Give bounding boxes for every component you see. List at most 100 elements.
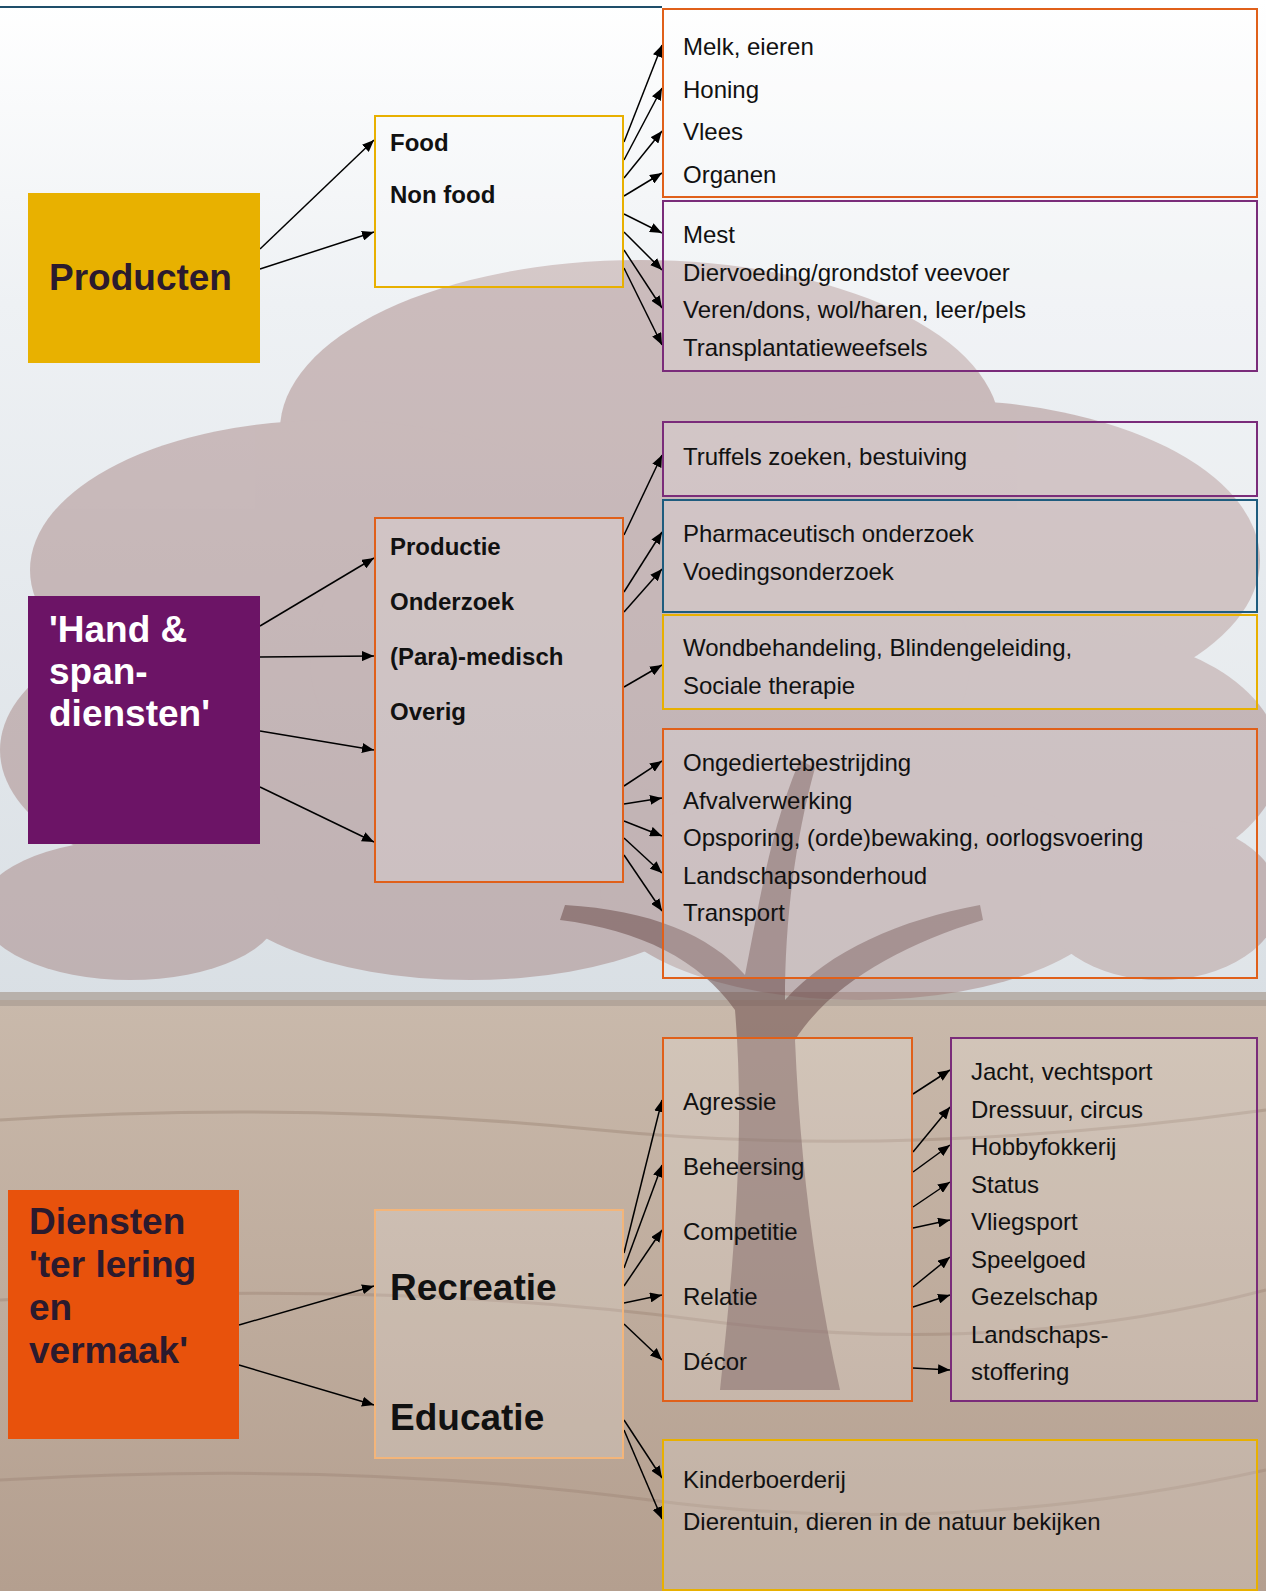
arrow-connector	[624, 131, 662, 178]
node-text: Status	[971, 1166, 1250, 1204]
node-text: Vliegsport	[971, 1203, 1250, 1241]
node-text: Transport	[683, 894, 1250, 932]
horizon-strip	[0, 992, 1266, 1006]
group-box: MestDiervoeding/grondstof veevoerVeren/d…	[662, 200, 1258, 372]
node-text: (Para)-medisch	[390, 629, 616, 684]
category-box: Diensten 'ter lering en vermaak'	[8, 1190, 239, 1439]
node-text: Transplantatieweefsels	[683, 329, 1250, 367]
group-box: Pharmaceutisch onderzoekVoedingsonderzoe…	[662, 499, 1258, 613]
node-text: Landschaps- stoffering	[971, 1316, 1108, 1391]
arrow-connector	[913, 1145, 950, 1172]
group-box: Wondbehandeling, Blindengeleiding, Socia…	[662, 614, 1258, 710]
arrow-connector	[260, 558, 374, 626]
group-box: ProductieOnderzoek(Para)-medischOverig	[374, 517, 624, 883]
node-text: Jacht, vechtsport	[971, 1053, 1250, 1091]
arrow-connector	[624, 1420, 662, 1478]
node-text: Honing	[683, 69, 1250, 112]
arrow-connector	[260, 787, 374, 842]
arrow-connector	[624, 821, 662, 836]
node-text: Afvalverwerking	[683, 782, 1250, 820]
node-text: Veren/dons, wol/haren, leer/pels	[683, 291, 1250, 329]
node-text: Wondbehandeling, Blindengeleiding, Socia…	[683, 629, 1153, 705]
node-text: Voedingsonderzoek	[683, 553, 1250, 591]
group-box: Jacht, vechtsportDressuur, circusHobbyfo…	[950, 1037, 1258, 1402]
category-box: 'Hand & span- diensten'	[28, 596, 260, 844]
arrow-connector	[913, 1107, 950, 1152]
group-box: OngediertebestrijdingAfvalverwerkingOpsp…	[662, 728, 1258, 979]
arrow-connector	[913, 1295, 950, 1307]
node-text: Relatie	[683, 1264, 905, 1329]
node-text: Landschapsonderhoud	[683, 857, 1250, 895]
arrow-connector	[624, 798, 662, 804]
node-text: Ongediertebestrijding	[683, 744, 1250, 782]
category-box: Producten	[28, 193, 260, 363]
arrow-connector	[624, 1430, 662, 1519]
arrow-connector	[913, 1368, 950, 1370]
arrow-connector	[624, 761, 662, 786]
node-text: Diensten 'ter lering en vermaak'	[29, 1200, 224, 1372]
node-text: Recreatie	[390, 1263, 616, 1313]
group-box: KinderboerderijDierentuin, dieren in de …	[662, 1439, 1258, 1591]
arrow-connector	[624, 214, 662, 233]
arrow-connector	[624, 268, 662, 345]
node-text: 'Hand & span- diensten'	[49, 609, 244, 735]
arrow-connector	[624, 1295, 662, 1303]
node-text: Pharmaceutisch onderzoek	[683, 515, 1250, 553]
group-box: FoodNon food	[374, 115, 624, 288]
node-text: Food	[390, 117, 616, 169]
group-box: RecreatieEducatie	[374, 1209, 624, 1459]
node-text: Kinderboerderij	[683, 1459, 1250, 1501]
arrow-connector	[624, 45, 662, 142]
node-text: Diervoeding/grondstof veevoer	[683, 254, 1250, 292]
arrow-connector	[624, 532, 662, 592]
tree-canopy	[0, 840, 280, 980]
arrow-connector	[624, 232, 662, 270]
arrow-connector	[260, 731, 374, 750]
node-text: Onderzoek	[390, 574, 616, 629]
group-box: AgressieBeheersingCompetitieRelatieDécor	[662, 1037, 913, 1402]
arrow-connector	[624, 1165, 662, 1268]
node-text: Agressie	[683, 1069, 905, 1134]
arrow-connector	[624, 1230, 662, 1286]
group-box: Melk, eierenHoningVleesOrganen	[662, 8, 1258, 198]
arrow-connector	[624, 1100, 662, 1253]
node-text: Dierentuin, dieren in de natuur bekijken	[683, 1501, 1250, 1543]
arrow-connector	[624, 569, 662, 612]
arrow-connector	[239, 1286, 374, 1325]
heath-ground	[0, 1000, 1266, 1591]
arrow-connector	[260, 232, 374, 269]
group-box: Truffels zoeken, bestuiving	[662, 421, 1258, 497]
arrow-connector	[624, 855, 662, 911]
node-text: Overig	[390, 684, 616, 739]
arrow-connector	[624, 838, 662, 873]
arrow-connector	[913, 1182, 950, 1207]
arrow-connector	[239, 1365, 374, 1405]
node-text: Opsporing, (orde)bewaking, oorlogsvoerin…	[683, 819, 1250, 857]
node-text: Non food	[390, 169, 616, 221]
node-text: Gezelschap	[971, 1278, 1250, 1316]
arrow-connector	[913, 1257, 950, 1287]
arrow-connector	[913, 1070, 950, 1094]
node-text: Melk, eieren	[683, 26, 1250, 69]
node-text: Décor	[683, 1329, 905, 1394]
arrow-connector	[624, 173, 662, 196]
arrow-connector	[624, 665, 662, 687]
top-rule	[0, 6, 662, 8]
node-text: Speelgoed	[971, 1241, 1250, 1279]
node-text: Organen	[683, 154, 1250, 197]
arrow-connector	[260, 656, 374, 657]
tree-canopy	[620, 400, 1260, 720]
node-text: Beheersing	[683, 1134, 905, 1199]
node-text: Dressuur, circus	[971, 1091, 1250, 1129]
arrow-connector	[913, 1220, 950, 1228]
node-text: Truffels zoeken, bestuiving	[683, 438, 1250, 476]
arrow-connector	[260, 140, 374, 249]
arrow-connector	[624, 88, 662, 160]
arrow-connector	[624, 1324, 662, 1360]
node-text: Vlees	[683, 111, 1250, 154]
node-text: Educatie	[390, 1393, 616, 1443]
arrow-connector	[624, 455, 662, 535]
node-text: Productie	[390, 519, 616, 574]
node-text: Producten	[49, 256, 244, 300]
